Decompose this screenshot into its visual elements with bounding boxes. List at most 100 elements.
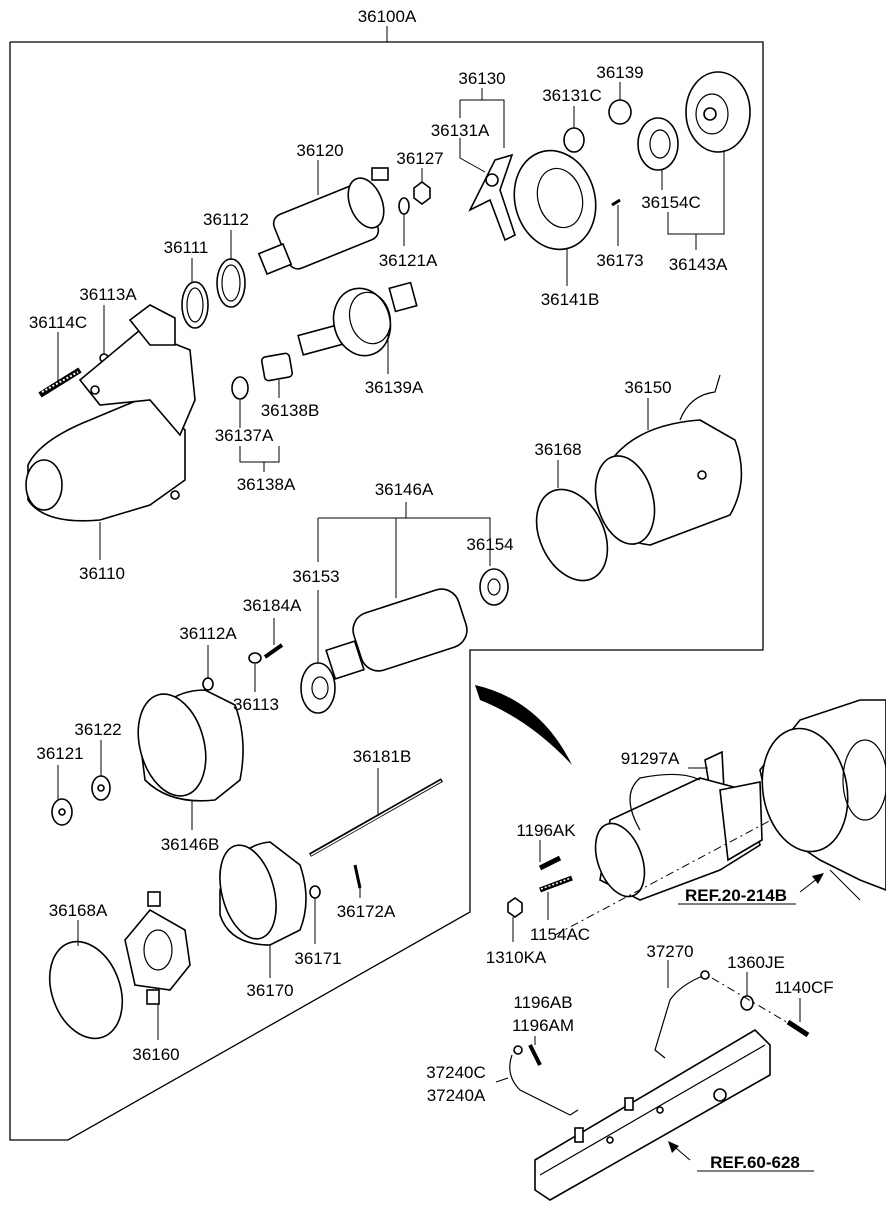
shift-lever-36131A xyxy=(468,153,516,242)
engine-flywheel-housing xyxy=(759,699,886,901)
part-label: 1140CF xyxy=(774,978,833,997)
part-label: 36154 xyxy=(466,535,513,554)
part-label: 36121 xyxy=(36,744,83,763)
part-label: 36139A xyxy=(365,378,424,397)
part-label: 36181B xyxy=(353,747,412,766)
part-label: 91297A xyxy=(621,749,680,768)
brush-holder-36160 xyxy=(124,891,191,1040)
part-label: 36121A xyxy=(379,251,438,270)
part-label: 36138A xyxy=(237,475,296,494)
part-label: 36139 xyxy=(596,63,643,82)
part-label: 37240C xyxy=(426,1063,486,1082)
bushing-36139 xyxy=(608,82,632,125)
part-label: 36171 xyxy=(294,949,341,968)
clutch-36139A xyxy=(297,281,418,374)
part-label: 37270 xyxy=(646,942,693,961)
armature-36146A xyxy=(325,518,468,680)
part-label: 36168A xyxy=(49,901,108,920)
yoke-36150 xyxy=(594,374,743,546)
part-label: 36172A xyxy=(337,902,396,921)
part-label: 36184A xyxy=(243,596,302,615)
bolt-1196AK xyxy=(538,840,562,871)
part-label: 36112A xyxy=(179,624,237,643)
rear-cover-36170 xyxy=(219,841,307,978)
nut-1310KA xyxy=(507,897,523,942)
reference-label-engine[interactable]: REF.20-214B xyxy=(685,886,787,905)
part-label: 36131C xyxy=(542,86,602,105)
washer-36121 xyxy=(51,765,73,826)
chassis-frame xyxy=(534,1028,771,1201)
bushing-36138B xyxy=(260,352,294,398)
washer-1360JE xyxy=(740,972,754,1011)
part-label: 1196AK xyxy=(516,821,576,840)
direction-arrow-icon xyxy=(475,685,572,765)
assembly-frame xyxy=(9,41,764,1141)
bearing-36153 xyxy=(300,590,336,714)
part-label: 36168 xyxy=(534,440,581,459)
bolt-36114C xyxy=(38,332,82,398)
bolt-1140CF xyxy=(786,998,810,1038)
screw-36184A xyxy=(263,618,284,659)
part-label: 36138B xyxy=(261,401,320,420)
washer-36112A xyxy=(202,645,214,691)
part-label: 36143A xyxy=(669,255,728,274)
part-label: 36137A xyxy=(215,426,274,445)
end-cover-36146B xyxy=(137,689,244,830)
part-label: 36141B xyxy=(541,290,600,309)
part-label: 36153 xyxy=(292,567,339,586)
ref-arrow-engine-icon xyxy=(812,873,824,884)
ref-arrow-frame-icon xyxy=(668,1141,679,1153)
part-label: 36122 xyxy=(74,720,121,739)
bushing-36131C xyxy=(563,106,585,153)
part-label: 1310KA xyxy=(486,948,547,967)
drive-housing-36110 xyxy=(25,304,196,560)
part-label: 1196AB xyxy=(513,993,572,1012)
part-label: 36146B xyxy=(161,835,220,854)
part-label: 36130 xyxy=(458,69,505,88)
ring-36112 xyxy=(216,230,246,308)
part-label: 36113 xyxy=(233,695,279,714)
bearing-36143A xyxy=(685,71,751,153)
thru-bolt-36181B xyxy=(309,768,443,857)
nut-36127 xyxy=(413,168,431,205)
o-ring-36168 xyxy=(535,460,609,582)
part-label: 36170 xyxy=(246,981,293,1000)
washer-36171 xyxy=(309,885,321,944)
part-label: 36120 xyxy=(296,141,343,160)
part-label: 36110 xyxy=(79,564,125,583)
ring-36111 xyxy=(181,258,209,329)
washer-36121A xyxy=(398,197,410,246)
installed-starter-motor xyxy=(594,773,763,901)
o-ring-36168A xyxy=(48,920,124,1040)
stud-1154AC xyxy=(539,875,573,920)
bolt-1196AB xyxy=(528,1036,542,1066)
washer-36113 xyxy=(248,652,262,692)
part-label: 36173 xyxy=(596,251,643,270)
part-label: 36113A xyxy=(79,285,137,304)
part-label: 1196AM xyxy=(512,1016,574,1035)
gear-housing-36141B xyxy=(513,149,597,286)
cable-37240A xyxy=(495,1045,579,1116)
part-label: 36100A xyxy=(358,7,417,26)
washer-36113A xyxy=(99,305,109,363)
part-label: 1360JE xyxy=(727,953,785,972)
snap-ring-36137A xyxy=(231,376,249,428)
part-label: 36114C xyxy=(29,313,87,332)
part-label: 37240A xyxy=(427,1086,486,1105)
bearing-36154 xyxy=(479,568,509,606)
part-label: 36160 xyxy=(132,1045,179,1064)
screw-36172A xyxy=(353,864,362,898)
part-label: 36146A xyxy=(375,480,434,499)
part-label: 36131A xyxy=(431,121,490,140)
part-label: 36112 xyxy=(203,210,249,229)
part-label: 1154AC xyxy=(530,925,590,944)
part-label: 36150 xyxy=(624,378,671,397)
pin-36173 xyxy=(611,198,621,246)
cable-37270 xyxy=(654,960,710,1059)
washer-36122 xyxy=(91,740,111,801)
bearing-36154C xyxy=(637,117,679,190)
reference-label-frame[interactable]: REF.60-628 xyxy=(710,1153,800,1172)
part-label: 36127 xyxy=(396,149,443,168)
part-label: 36111 xyxy=(164,238,209,257)
